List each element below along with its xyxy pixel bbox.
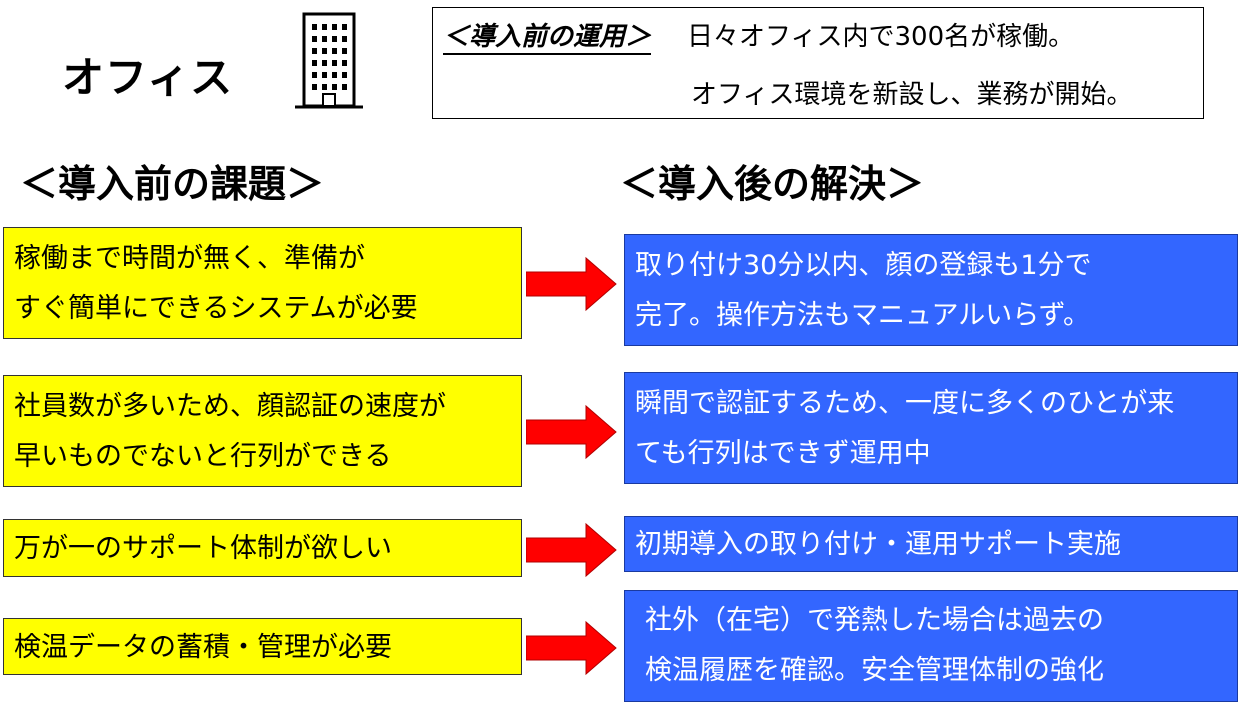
problem-text: すぐ簡単にできるシステムが必要 — [14, 293, 418, 324]
solution-box-1: 取り付け30分以内、顔の登録も1分で 完了。操作方法もマニュアルいらず。 — [624, 234, 1238, 346]
solution-text: 社外（在宅）で発熱した場合は過去の — [645, 605, 1104, 636]
problem-text: 稼働まで時間が無く、準備が — [14, 243, 365, 274]
page-title: オフィス — [62, 53, 234, 102]
problem-text: 検温データの蓄積・管理が必要 — [14, 632, 392, 663]
solution-text: 初期導入の取り付け・運用サポート実施 — [635, 529, 1121, 560]
problem-box-2: 社員数が多いため、顔認証の速度が 早いものでないと行列ができる — [3, 375, 522, 487]
problem-box-3: 万が一のサポート体制が欲しい — [3, 519, 522, 577]
solution-text: 取り付け30分以内、顔の登録も1分で — [635, 250, 1092, 281]
before-heading: ＜導入前の課題＞ — [20, 162, 325, 206]
problem-box-4: 検温データの蓄積・管理が必要 — [3, 618, 522, 675]
problem-box-1: 稼働まで時間が無く、準備が すぐ簡単にできるシステムが必要 — [3, 227, 522, 339]
solution-box-4: 社外（在宅）で発熱した場合は過去の 検温履歴を確認。安全管理体制の強化 — [624, 590, 1238, 702]
intro-box: ＜導入前の運用＞ 日々オフィス内で300名が稼働。 オフィス環境を新設し、業務が… — [432, 7, 1204, 119]
solution-box-3: 初期導入の取り付け・運用サポート実施 — [624, 516, 1238, 572]
solution-text: 瞬間で認証するため、一度に多くのひとが来 — [635, 388, 1175, 419]
solution-text: ても行列はできず運用中 — [635, 438, 931, 469]
right-arrow-icon — [526, 404, 617, 460]
problem-text: 早いものでないと行列ができる — [14, 441, 392, 472]
solution-text: 検温履歴を確認。安全管理体制の強化 — [645, 655, 1104, 686]
solution-text: 完了。操作方法もマニュアルいらず。 — [635, 300, 1090, 331]
intro-line-1: 日々オフィス内で300名が稼働。 — [687, 22, 1075, 52]
intro-heading: ＜導入前の運用＞ — [443, 22, 652, 55]
problem-text: 社員数が多いため、顔認証の速度が — [14, 391, 446, 422]
right-arrow-icon — [526, 256, 617, 312]
problem-text: 万が一のサポート体制が欲しい — [14, 533, 392, 564]
right-arrow-icon — [526, 522, 617, 578]
solution-box-2: 瞬間で認証するため、一度に多くのひとが来 ても行列はできず運用中 — [624, 372, 1238, 484]
right-arrow-icon — [526, 620, 617, 676]
intro-line-2: オフィス環境を新設し、業務が開始。 — [691, 80, 1133, 110]
office-building-icon — [295, 12, 363, 109]
after-heading: ＜導入後の解決＞ — [620, 162, 925, 206]
